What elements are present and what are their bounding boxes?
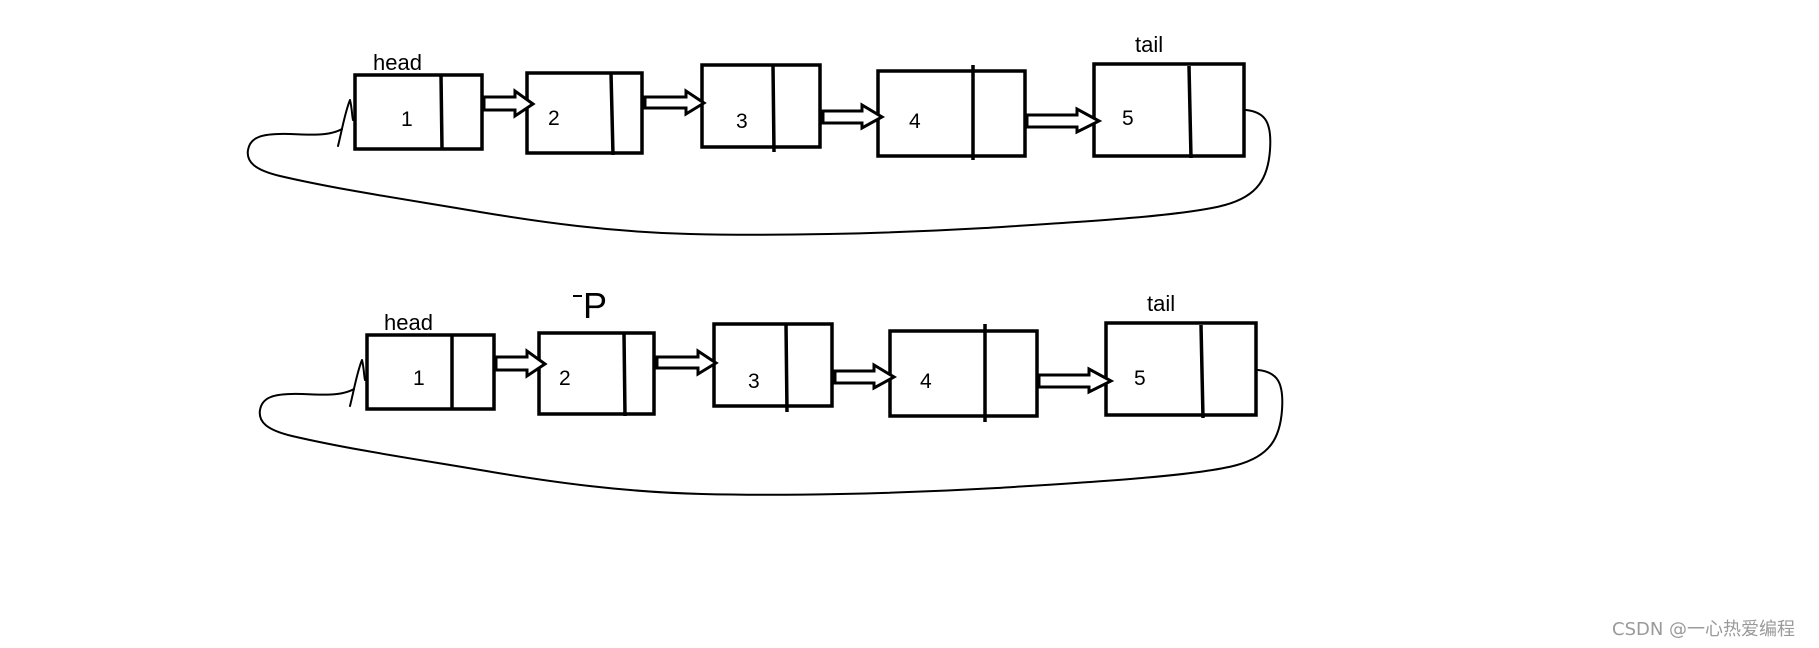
- list-node-row-1-3: 3: [700, 63, 822, 153]
- node-box: [537, 331, 656, 416]
- next-arrow-row-2-1-2: [494, 348, 548, 379]
- list-node-row-2-5: 5: [1104, 321, 1258, 419]
- csdn-watermark: CSDN @一心热爱编程: [1612, 619, 1795, 640]
- linked-list-row-2: head P tail 1 2 3: [258, 285, 1284, 496]
- linked-list-row-1: head tail 1 2 3: [246, 32, 1272, 236]
- list-node-row-1-1: 1: [353, 73, 484, 151]
- node-pointer-divider: [622, 332, 627, 417]
- list-node-row-2-4: 4: [888, 324, 1039, 422]
- node-box: [1092, 62, 1246, 158]
- list-node-row-2-2: 2: [537, 331, 656, 417]
- node-box: [888, 329, 1039, 418]
- circular-link-row-1: [246, 109, 1272, 236]
- head-label-row-2: head: [384, 310, 433, 335]
- next-arrow-row-2-3-4: [833, 362, 898, 391]
- list-node-row-2-1: 1: [365, 333, 496, 411]
- node-pointer-divider: [439, 74, 444, 150]
- next-arrow-row-2-4-5: [1037, 366, 1115, 395]
- node-value: 2: [548, 107, 560, 130]
- next-arrow-row-1-3-4: [821, 102, 886, 131]
- circular-link-arrowhead-row-1: [337, 99, 354, 147]
- next-arrow-row-1-4-5: [1025, 106, 1103, 135]
- list-node-row-1-2: 2: [525, 71, 644, 156]
- node-box: [353, 73, 484, 151]
- node-value: 5: [1122, 107, 1134, 130]
- list-node-row-1-4: 4: [876, 65, 1027, 160]
- head-label-row-1: head: [373, 50, 422, 75]
- node-value: 2: [559, 367, 571, 390]
- node-value: 3: [748, 370, 760, 393]
- node-value: 4: [920, 370, 932, 393]
- node-pointer-divider: [771, 64, 776, 153]
- list-node-row-1-5: 5: [1092, 62, 1246, 159]
- node-pointer-divider: [609, 72, 615, 156]
- node-box: [712, 322, 834, 408]
- next-arrow-row-1-1-2: [482, 88, 536, 119]
- tail-label-row-1: tail: [1135, 32, 1163, 57]
- node-value: 1: [413, 367, 425, 390]
- node-pointer-divider: [1199, 324, 1205, 419]
- node-box: [525, 71, 644, 155]
- circular-link-row-2: [258, 369, 1284, 496]
- node-value: 1: [401, 108, 413, 131]
- node-box: [700, 63, 822, 149]
- node-pointer-divider: [784, 323, 789, 413]
- tail-label-row-2: tail: [1147, 291, 1175, 316]
- list-node-row-2-3: 3: [712, 322, 834, 413]
- p-pointer-label-row-2: P: [583, 285, 607, 326]
- node-box: [876, 69, 1027, 158]
- next-arrow-row-1-2-3: [643, 88, 707, 117]
- node-box: [1104, 321, 1258, 417]
- node-pointer-divider: [1187, 65, 1193, 159]
- node-box: [365, 333, 496, 411]
- circular-link-arrowhead-row-2: [349, 359, 366, 407]
- node-value: 3: [736, 110, 748, 133]
- node-value: 4: [909, 110, 921, 133]
- next-arrow-row-2-2-3: [655, 348, 719, 377]
- node-value: 5: [1134, 367, 1146, 390]
